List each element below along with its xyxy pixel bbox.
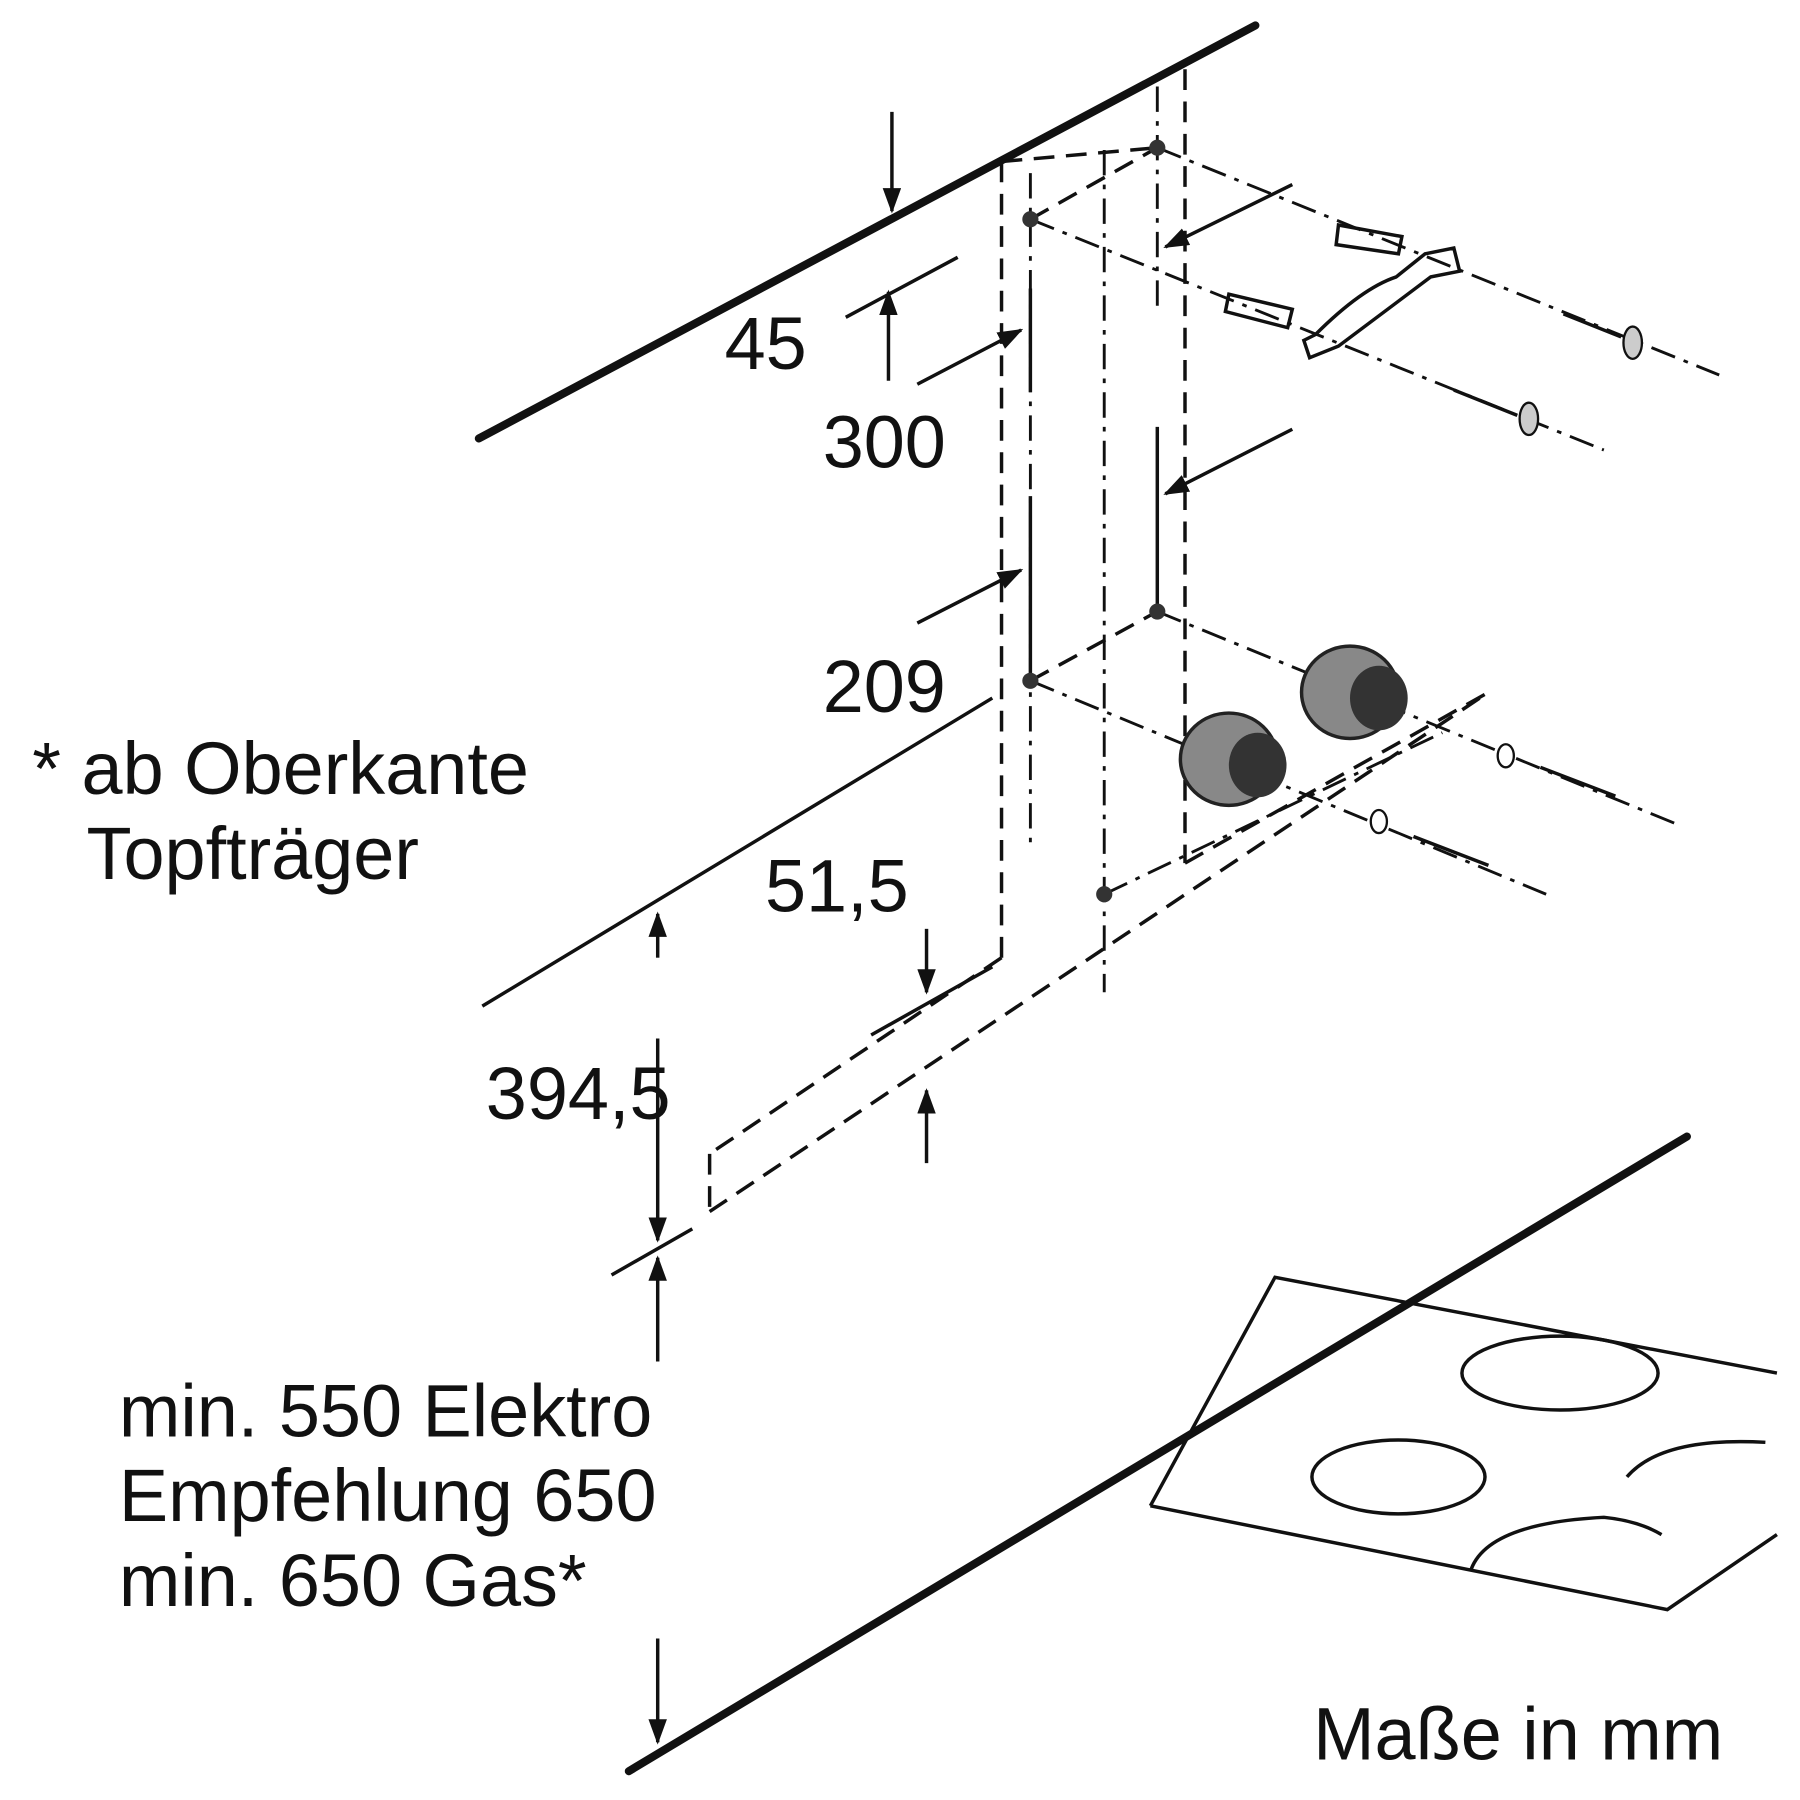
dimension-209: 209 xyxy=(823,645,946,728)
note-line-1: * ab Oberkante xyxy=(32,727,529,810)
note-line-2: Topfträger xyxy=(87,812,419,895)
upper-edge-line xyxy=(474,21,1260,443)
screw-icon xyxy=(1369,312,1644,868)
hood-outline xyxy=(707,69,1720,1213)
hob-icon xyxy=(1148,1275,1778,1612)
hanger-knob-icon xyxy=(1178,644,1408,808)
hob-edge-line xyxy=(624,1132,1691,1776)
wall-bracket-icon xyxy=(1301,246,1462,360)
distance-line-3: min. 650 Gas* xyxy=(119,1539,587,1622)
distance-line-1: min. 550 Elektro xyxy=(119,1370,652,1453)
dimension-45: 45 xyxy=(725,302,807,385)
dimension-300: 300 xyxy=(823,400,946,483)
dimension-51-5: 51,5 xyxy=(765,845,909,928)
units-label: Maße in mm xyxy=(1313,1693,1723,1776)
wall-plug-icon xyxy=(1223,222,1404,330)
distance-line-2: Empfehlung 650 xyxy=(119,1454,657,1537)
dimension-394-5: 394,5 xyxy=(486,1052,671,1135)
